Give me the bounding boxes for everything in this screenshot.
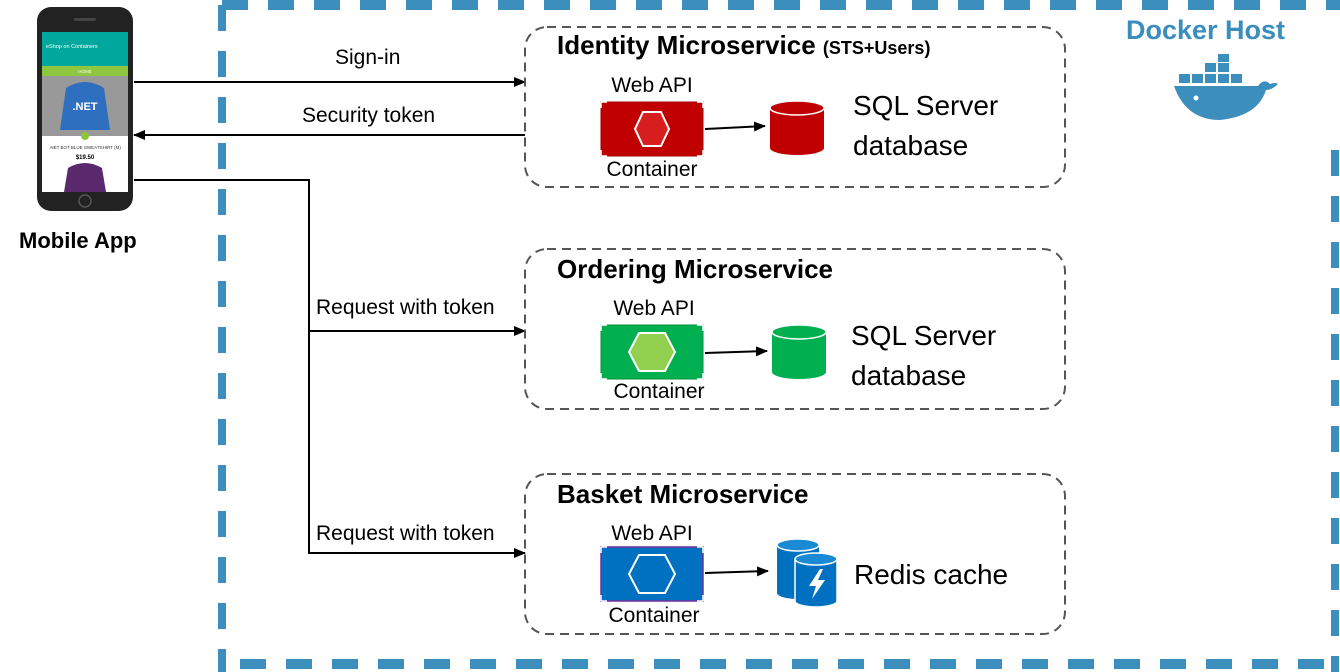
basket-service-title: Basket Microservice [557, 479, 809, 509]
basket-web-api-label: Web API [611, 522, 693, 545]
security-token-label: Security token [302, 104, 436, 127]
redis-cache-icon [776, 538, 838, 607]
ordering-container-icon [600, 324, 704, 380]
request-basket-arrow [308, 331, 526, 558]
identity-service-title: Identity Microservice (STS+Users) [557, 30, 930, 61]
identity-store-line1: SQL Server [853, 90, 999, 121]
identity-db-arrow [704, 121, 766, 132]
ordering-service-box [524, 248, 1066, 410]
basket-store-label: Redis cache [854, 559, 1009, 590]
identity-container-label: Container [606, 158, 698, 181]
request-ordering-label: Request with token [316, 296, 495, 319]
docker-host-border [218, 0, 1340, 672]
request-basket-label: Request with token [316, 522, 495, 545]
identity-store-line2: database [853, 130, 969, 161]
phone-tab-home[interactable]: HOME [78, 69, 92, 74]
docker-host-title: Docker Host [1126, 15, 1286, 45]
docker-whale-icon [1174, 54, 1278, 120]
basket-container-label: Container [608, 604, 700, 627]
ordering-store-label: SQL Server database [851, 316, 996, 396]
identity-service-subtitle: (STS+Users) [822, 38, 931, 58]
phone-product-name: .NET BOT BLUE SWEATSHIRT (M) [49, 145, 121, 150]
phone-app-bar: eShop on Containers [46, 44, 98, 50]
ordering-db-arrow [704, 346, 768, 357]
ordering-container-label: Container [613, 380, 705, 403]
identity-service-box [524, 26, 1066, 188]
sign-in-label: Sign-in [335, 46, 401, 69]
identity-container-icon [600, 101, 704, 157]
identity-service-name: Identity Microservice [557, 30, 816, 60]
phone-shirt-text: .NET [72, 101, 97, 113]
ordering-store-line2: database [851, 360, 967, 391]
identity-web-api-label: Web API [611, 74, 693, 97]
identity-database-icon [769, 100, 825, 155]
basket-service-box [524, 473, 1066, 635]
identity-store-label: SQL Server database [853, 86, 998, 166]
request-ordering-arrow [134, 179, 526, 336]
ordering-service-title: Ordering Microservice [557, 254, 833, 284]
ordering-store-line1: SQL Server [851, 320, 997, 351]
ordering-web-api-label: Web API [613, 297, 695, 320]
mobile-phone-icon: eShop on Containers HOME .NET .NET BOT B… [37, 7, 133, 211]
basket-cache-arrow [704, 566, 769, 577]
mobile-app-label: Mobile App [19, 228, 137, 253]
phone-price: $19.50 [76, 155, 95, 161]
basket-container-icon [600, 546, 704, 602]
ordering-database-icon [771, 324, 827, 379]
